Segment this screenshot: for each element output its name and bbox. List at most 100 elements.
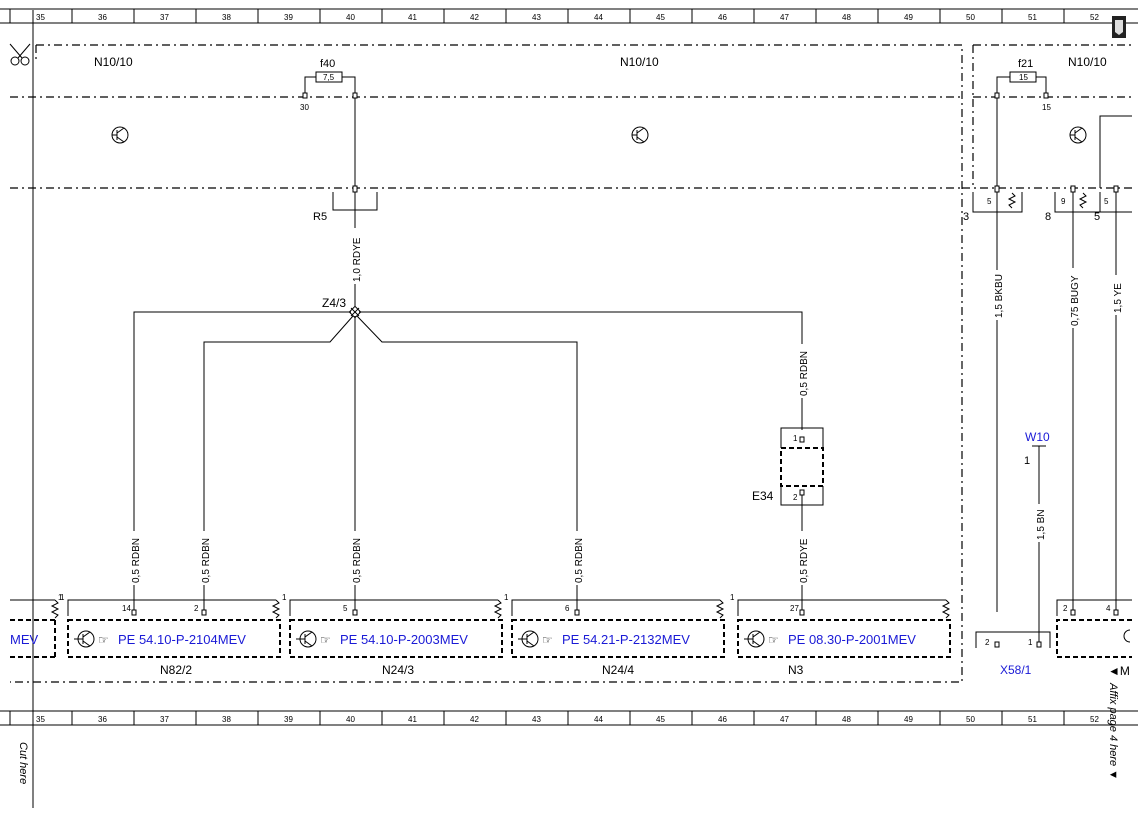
right-wiring: 3 5 1,5 BKBU 8 9 0,75 BUGY 5 5 1,5 YE W1…	[963, 98, 1132, 678]
svg-text:5: 5	[987, 197, 992, 206]
device-partial-right: 2 4 ◄M	[1056, 599, 1132, 678]
ruler-cell-label: 37	[160, 13, 169, 22]
ruler-cell-label: 35	[36, 13, 45, 22]
wire-label-n82-2: 0,5 RDBN	[131, 538, 142, 583]
device-n24-3[interactable]: 1 5 ☞ PE 54.10-P-2003MEV N24/3	[282, 593, 503, 677]
svg-text:4: 4	[1106, 604, 1111, 613]
ruler-cell-label: 40	[346, 715, 355, 724]
module-label-right: N10/10	[1068, 55, 1107, 69]
ruler-cell-label: 40	[346, 13, 355, 22]
device-edge-pin: 1	[730, 593, 735, 602]
ruler-cell-label: 43	[532, 715, 541, 724]
transistor-icon	[74, 630, 95, 648]
affix-page-label: Affix page 4 here ▼	[1107, 682, 1119, 780]
ruler-cell-label: 50	[966, 715, 975, 724]
ruler-cell-label: 50	[966, 13, 975, 22]
pointing-hand-icon[interactable]: ☞	[320, 633, 331, 647]
ruler-cell-label: 39	[284, 13, 293, 22]
pointing-hand-icon[interactable]: ☞	[542, 633, 553, 647]
wire-label-main: 1,0 RDYE	[352, 237, 363, 282]
transistor-icon	[1069, 126, 1087, 144]
ruler-cell-label: 51	[1028, 715, 1037, 724]
pe-reference-link[interactable]: PE 08.30-P-2001MEV	[788, 632, 916, 647]
device-side-pin: 2	[194, 604, 199, 613]
ruler-cell-label: 36	[98, 715, 107, 724]
svg-text:1,5 BKBU: 1,5 BKBU	[994, 274, 1005, 318]
scissors-icon	[9, 43, 31, 66]
wire-label-n24-3-b: 0,5 RDBN	[352, 538, 363, 583]
wire-branch-e34[interactable]	[359, 311, 803, 430]
splice-z4-3: Z4/3	[322, 296, 362, 319]
transistor-icon	[744, 630, 765, 648]
svg-text:5: 5	[1094, 211, 1100, 223]
ruler-cell-label: 42	[470, 13, 479, 22]
wire-branch-n82-2-a[interactable]	[133, 311, 351, 612]
svg-text:3: 3	[963, 211, 969, 223]
ruler-cell-label: 52	[1090, 13, 1099, 22]
ruler-cell-label: 46	[718, 715, 727, 724]
page-corner-icon[interactable]	[1112, 16, 1126, 38]
ruler-cell-label: 37	[160, 715, 169, 724]
device-pin-number: 5	[343, 604, 348, 613]
svg-text:1,5 BN: 1,5 BN	[1036, 509, 1047, 540]
device-pin-number: 14	[122, 604, 131, 613]
svg-text:2: 2	[793, 493, 798, 502]
transistor-icon	[518, 630, 539, 648]
ruler-cell-label: 41	[408, 715, 417, 724]
cut-here-label: Cut here	[17, 742, 29, 784]
ruler-cell-label: 43	[532, 13, 541, 22]
fuse-f21[interactable]: f21 15 15	[994, 58, 1051, 112]
wire-branch-n24-4[interactable]	[356, 315, 578, 612]
module-label-center: N10/10	[620, 55, 659, 69]
ruler-cell-label: 36	[98, 13, 107, 22]
ruler-cell-label: 38	[222, 715, 231, 724]
resistor-r5: R5	[313, 185, 378, 223]
transistor-icon	[631, 126, 649, 144]
pointing-hand-icon[interactable]: ☞	[98, 633, 109, 647]
svg-text:E34: E34	[752, 489, 774, 503]
connector-x58-1[interactable]: 2 1 X58/1	[975, 631, 1051, 677]
svg-text:2: 2	[1063, 604, 1068, 613]
svg-text:◄M: ◄M	[1108, 664, 1130, 678]
ruler-cell-label: 49	[904, 715, 913, 724]
ground-w10-label[interactable]: W10	[1025, 430, 1050, 444]
pe-reference-link[interactable]: PE 54.10-P-2003MEV	[340, 632, 468, 647]
ruler-cell-label: 52	[1090, 715, 1099, 724]
pe-reference-link[interactable]: PE 54.21-P-2132MEV	[562, 632, 690, 647]
svg-text:1,5 YE: 1,5 YE	[1113, 283, 1124, 313]
pe-reference-link[interactable]: PE 54.10-P-2104MEV	[118, 632, 246, 647]
wire-branch-n82-2-b[interactable]	[203, 315, 354, 612]
module-frame-left	[10, 44, 963, 683]
svg-text:0,75 BUGY: 0,75 BUGY	[1070, 275, 1081, 326]
svg-text:30: 30	[300, 103, 309, 112]
pointing-hand-icon[interactable]: ☞	[768, 633, 779, 647]
svg-text:Z4/3: Z4/3	[322, 296, 346, 310]
ruler-cell-label: 51	[1028, 13, 1037, 22]
wire-label-n3: 0,5 RDYE	[799, 538, 810, 583]
transistor-icon	[111, 126, 129, 144]
svg-text:f40: f40	[320, 58, 335, 70]
device-label: N24/3	[382, 663, 414, 677]
wire-label-n24-3-a: 0,5 RDBN	[201, 538, 212, 583]
ruler-cell-label: 45	[656, 13, 665, 22]
device-edge-pin: 1	[282, 593, 287, 602]
svg-text:7,5: 7,5	[323, 73, 335, 82]
module-label-left: N10/10	[94, 55, 133, 69]
device-edge-pin: 1	[504, 593, 509, 602]
ruler-cell-label: 47	[780, 715, 789, 724]
component-e34[interactable]: 1 2 E34	[752, 427, 824, 506]
device-label: N82/2	[160, 663, 192, 677]
ruler-cell-label: 42	[470, 715, 479, 724]
ruler-cell-label: 38	[222, 13, 231, 22]
svg-text:15: 15	[1019, 73, 1028, 82]
svg-text:1: 1	[1024, 455, 1030, 467]
svg-text:f21: f21	[1018, 58, 1033, 70]
device-n82-2[interactable]: 1 14 2 ☞ PE 54.10-P-2104MEV N82/2	[60, 593, 281, 677]
fuse-f40[interactable]: f40 7,5 30	[300, 58, 358, 112]
device-edge-pin: 1	[60, 593, 65, 602]
ruler-cell-label: 46	[718, 13, 727, 22]
